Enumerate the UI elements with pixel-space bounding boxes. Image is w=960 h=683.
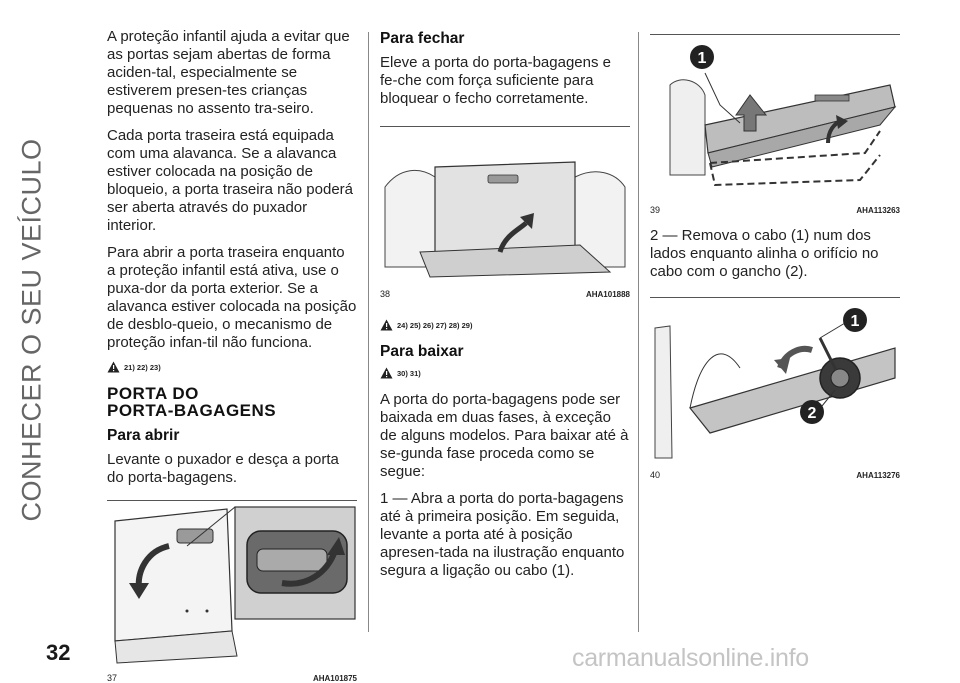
figure-38: 38 AHA101888	[380, 126, 630, 299]
warning-reference: 30) 31)	[380, 367, 630, 379]
tailgate-handle-illustration	[114, 506, 356, 664]
figure-caption: 37 AHA101875	[107, 671, 357, 683]
warning-refs: 30) 31)	[397, 368, 421, 378]
warning-triangle-icon	[380, 367, 393, 379]
page-number: 32	[46, 640, 71, 665]
figure-code: AHA101875	[312, 674, 357, 683]
warning-reference: 21) 22) 23)	[107, 361, 357, 373]
column-3: 1 39 AHA113263 2 — Remova o cabo (1) num…	[650, 34, 900, 480]
warning-triangle-icon	[107, 361, 120, 373]
warning-triangle-icon	[380, 319, 393, 331]
warning-refs: 21) 22) 23)	[124, 362, 161, 372]
figure-40: 1 2 40 AHA113276	[650, 297, 900, 480]
figure-number: 37	[107, 673, 118, 683]
section-title: PORTA DO PORTA-BAGAGENS	[107, 385, 357, 419]
column-1: A proteção infantil ajuda a evitar que a…	[107, 28, 357, 683]
paragraph-lower-phases: A porta do porta-bagagens pode ser baixa…	[380, 391, 629, 480]
figure-code: AHA101888	[585, 290, 630, 299]
subheading-close: Para fechar	[380, 30, 465, 47]
watermark-text: carmanualsonline.info	[572, 644, 809, 672]
callout-1: 1	[851, 313, 860, 330]
column-2: Para fechar Eleve a porta do porta-bagag…	[380, 30, 630, 589]
paragraph-lift-handle: Levante o puxador e desça a porta do por…	[107, 451, 339, 486]
figure-caption: 40 AHA113276	[650, 468, 900, 480]
tailgate-closing-illustration	[384, 161, 626, 278]
paragraph-close: Eleve a porta do porta-bagagens e fe-che…	[380, 54, 611, 107]
warning-refs: 24) 25) 26) 27) 28) 29)	[397, 320, 473, 330]
figure-caption: 39 AHA113263	[650, 203, 900, 215]
paragraph-lever: Cada porta traseira está equipada com um…	[107, 127, 354, 234]
section-side-title-text: CONHECER O SEU VEÍCULO	[16, 138, 47, 522]
subheading-lower: Para baixar	[380, 343, 464, 360]
section-title-line-2: PORTA-BAGAGENS	[107, 401, 277, 420]
figure-number: 40	[650, 470, 661, 480]
figure-caption: 38 AHA101888	[380, 287, 630, 299]
callout-2: 2	[808, 405, 817, 422]
column-divider	[638, 32, 639, 632]
column-divider	[368, 32, 369, 632]
warning-reference: 24) 25) 26) 27) 28) 29)	[380, 319, 630, 331]
figure-number: 39	[650, 205, 661, 215]
figure-39: 1 39 AHA113263	[650, 34, 900, 215]
paragraph-child-protection: A proteção infantil ajuda a evitar que a…	[107, 28, 350, 117]
figure-code: AHA113263	[856, 206, 900, 215]
figure-37: 37 AHA101875	[107, 500, 357, 683]
figure-number: 38	[380, 289, 391, 299]
paragraph-step-1: 1 — Abra a porta do porta-bagagens até à…	[380, 490, 625, 579]
figure-code: AHA113276	[856, 471, 900, 480]
callout-1: 1	[698, 50, 707, 67]
paragraph-open-door: Para abrir a porta traseira enquanto a p…	[107, 244, 357, 351]
cable-hook-illustration: 1 2	[654, 308, 896, 459]
subheading-open: Para abrir	[107, 427, 180, 444]
tailgate-cable-illustration: 1	[669, 45, 897, 187]
paragraph-step-2: 2 — Remova o cabo (1) num dos lados enqu…	[650, 227, 879, 280]
section-title-line-1: PORTA DO	[107, 384, 199, 403]
